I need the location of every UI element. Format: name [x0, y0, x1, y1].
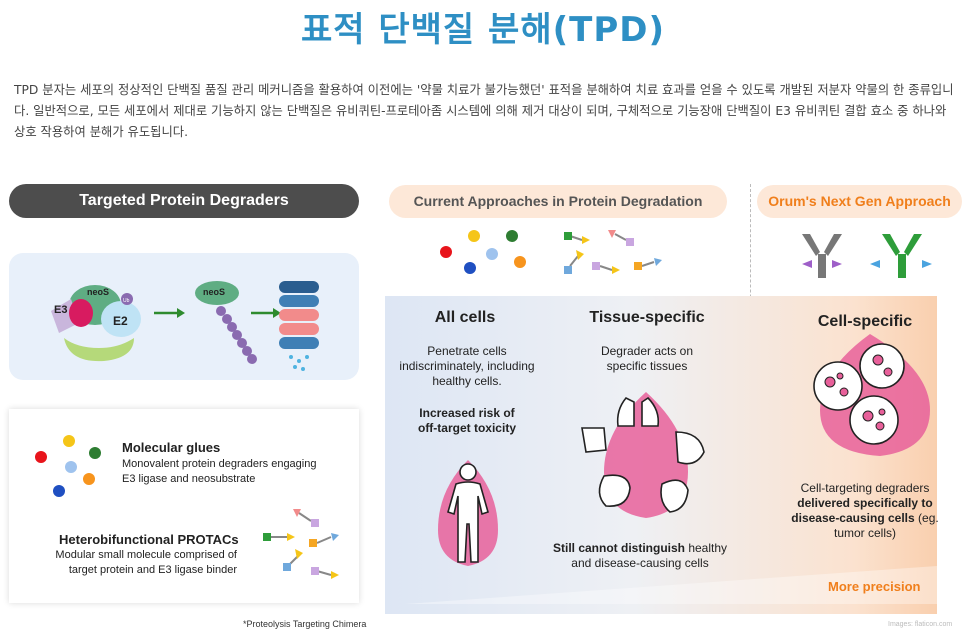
all-cells-line3: healthy cells. — [432, 374, 502, 388]
organs-icon — [581, 392, 705, 518]
mechanism-illustration: E3 E2 neoS Ub neoS — [51, 281, 319, 371]
tissue-line2: specific tissues — [606, 359, 688, 373]
all-cells-risk-line1: Increased risk of — [419, 406, 515, 420]
targeted-protein-degraders-header: Targeted Protein Degraders — [9, 184, 359, 218]
ub-label: Ub — [123, 298, 130, 304]
all-cells-description: Penetrate cells indiscriminately, includ… — [392, 344, 542, 389]
protacs-title: Heterobifunctional PROTACs — [59, 532, 239, 547]
degrader-types-panel: Molecular glues Monovalent protein degra… — [9, 409, 359, 603]
neos-label-2: neoS — [203, 287, 225, 297]
all-cells-risk: Increased risk of off-target toxicity — [392, 406, 542, 436]
all-cells-title: All cells — [434, 309, 496, 326]
cell-specific-line4: tumor cells) — [833, 526, 896, 540]
tissue-line1: Degrader acts on — [600, 344, 694, 358]
tissue-specific-title: Tissue-specific — [589, 309, 705, 326]
arrow-right-icon — [154, 308, 185, 318]
cell-specific-line3: disease-causing cells — [791, 511, 915, 525]
arrow-right-icon — [251, 308, 281, 318]
protac-molecules-icon — [263, 509, 339, 579]
molecular-glues-desc-line2: E3 ligase and neosubstrate — [122, 473, 256, 485]
tumor-cells-icon — [813, 334, 930, 456]
molecular-glues-title: Molecular glues — [122, 440, 221, 455]
protac-molecules-icon — [564, 230, 662, 274]
current-approaches-header: Current Approaches in Protein Degradatio… — [389, 185, 727, 218]
proteasome-icon — [279, 281, 319, 371]
liver-icon — [660, 479, 689, 513]
protacs-description: Modular small molecule comprised of targ… — [49, 548, 237, 578]
all-cells-line1: Penetrate cells — [427, 344, 507, 358]
more-precision-label: More precision — [828, 579, 921, 594]
intestine-icon — [675, 431, 705, 465]
cell-specific-line2: delivered specifically to — [797, 496, 933, 510]
tissue-limitation-rest: healthy — [684, 541, 728, 555]
molecular-glues-desc-line1: Monovalent protein degraders engaging — [122, 458, 317, 470]
ubiquitinated-neosubstrate-icon — [195, 281, 257, 364]
page-title: 표적 단백질 분해(TPD) — [300, 10, 666, 50]
neos-label: neoS — [87, 287, 109, 297]
intro-paragraph: TPD 분자는 세포의 정상적인 단백질 품질 관리 메커니즘을 활용하여 이전… — [14, 83, 954, 139]
stomach-icon — [581, 427, 607, 453]
e2-label: E2 — [113, 314, 128, 328]
image-credit: Images: flaticon.com — [888, 621, 953, 628]
all-cells-line2: indiscriminately, including — [399, 359, 535, 373]
cell-specific-line3-rest: (eg. — [914, 511, 939, 525]
protacs-desc-line1: Modular small molecule comprised of — [55, 549, 237, 561]
antibody-drug-conjugate-icon — [802, 234, 932, 278]
cell-specific-line1: Cell-targeting degraders — [800, 481, 930, 495]
molecular-glue-dots-icon — [35, 435, 101, 497]
small-molecule-dots-icon — [440, 230, 526, 274]
footnote: *Proteolysis Targeting Chimera — [243, 619, 367, 629]
cell-specific-title: Cell-specific — [817, 313, 913, 330]
tissue-limitation-bold: Still cannot distinguish — [552, 541, 685, 555]
precision-wedge — [405, 566, 937, 604]
molecular-glues-description: Monovalent protein degraders engaging E3… — [122, 457, 316, 487]
mechanism-panel: E3 E2 neoS Ub neoS — [9, 253, 359, 380]
tissue-specific-description: Degrader acts on specific tissues — [572, 344, 722, 374]
human-body-icon — [438, 460, 498, 566]
orum-next-gen-header: Orum's Next Gen Approach — [757, 185, 962, 218]
e3-label: E3 — [54, 304, 67, 316]
tissue-specific-limitation: Still cannot distinguish healthy and dis… — [540, 541, 740, 571]
tissue-limitation-line2: and disease-causing cells — [571, 556, 709, 570]
all-cells-risk-line2: off-target toxicity — [417, 421, 516, 435]
cell-specific-description: Cell-targeting degraders delivered speci… — [770, 481, 960, 541]
protacs-desc-line2: target protein and E3 ligase binder — [68, 564, 237, 576]
e3-ligase-complex-icon — [51, 285, 141, 362]
lungs-icon — [616, 397, 635, 427]
